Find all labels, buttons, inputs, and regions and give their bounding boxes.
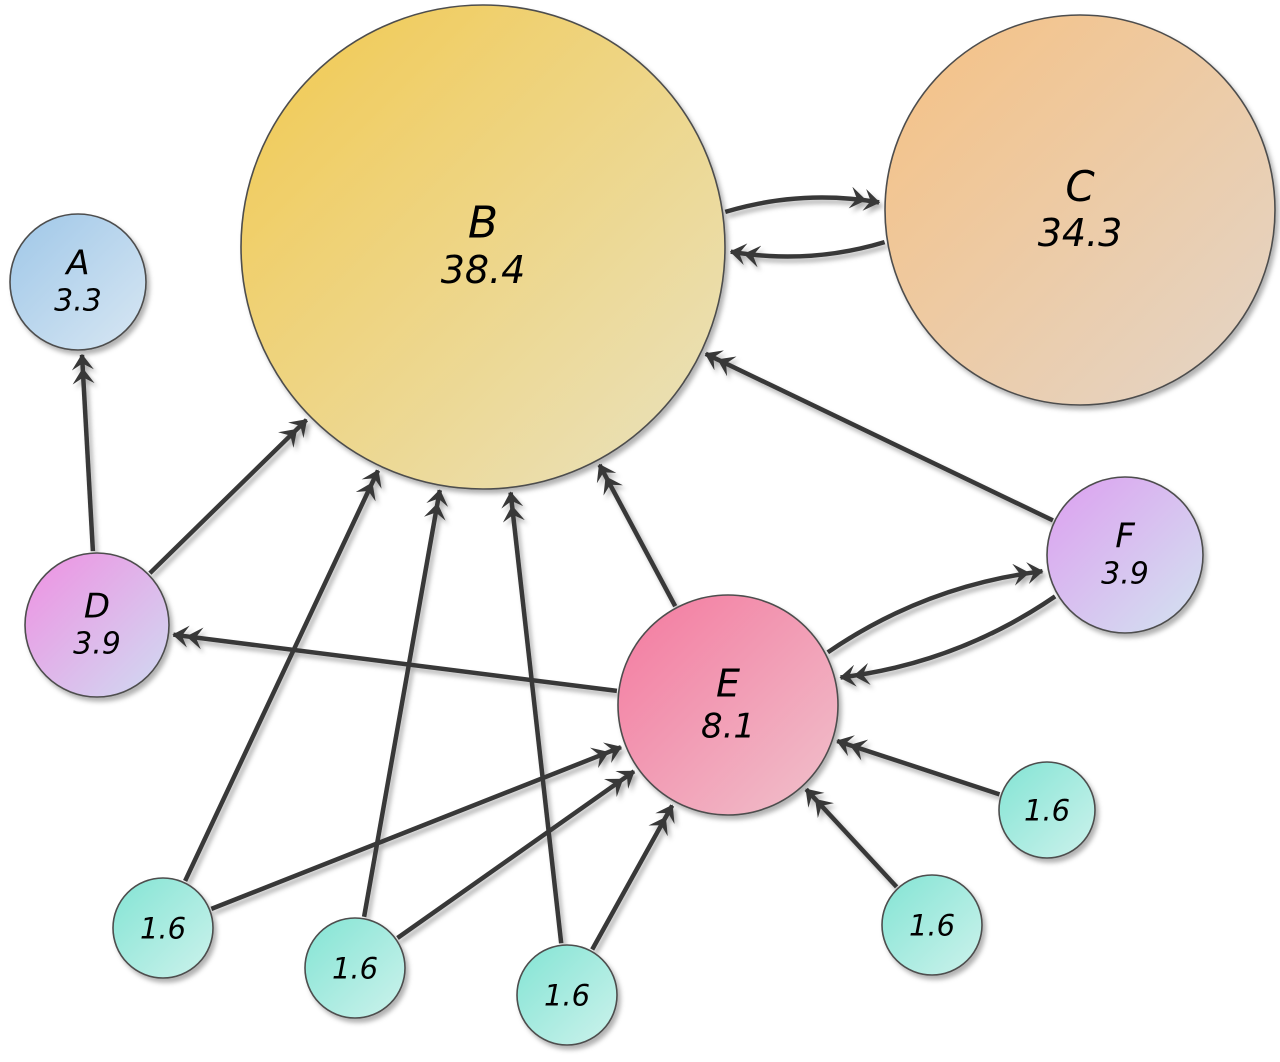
- node-label-A: A: [64, 244, 89, 284]
- edge-D-B: [148, 418, 309, 575]
- edge-E-B: [596, 463, 678, 608]
- node-S3: 1.6: [516, 944, 618, 1046]
- node-circle-S1: [112, 877, 214, 979]
- edge-C-B: [729, 239, 886, 268]
- edge-S1-E: [210, 742, 622, 911]
- node-circle-B: [240, 4, 726, 490]
- node-S1: 1.6: [112, 877, 214, 979]
- edge-E-F: [826, 562, 1044, 655]
- edge-S3-E: [590, 804, 675, 951]
- edge-S2-E: [396, 769, 636, 940]
- edge-S4-E: [804, 787, 899, 889]
- node-label-C: C: [1065, 162, 1095, 211]
- node-value-S1: 1.6: [140, 911, 186, 945]
- edge-S3-B: [501, 491, 564, 944]
- node-C: C34.3: [884, 14, 1276, 406]
- node-value-C: 34.3: [1038, 211, 1123, 255]
- node-value-S2: 1.6: [332, 951, 378, 985]
- node-value-E: 8.1: [701, 706, 755, 746]
- node-E: E8.1: [617, 594, 839, 816]
- node-value-S3: 1.6: [544, 978, 590, 1012]
- edge-B-C: [724, 186, 881, 215]
- edge-S5-E: [836, 735, 1001, 797]
- edges-layer: [71, 186, 1057, 951]
- node-S2: 1.6: [304, 917, 406, 1019]
- node-label-B: B: [468, 197, 498, 248]
- edge-D-A: [71, 353, 96, 552]
- node-circle-D: [24, 552, 170, 698]
- node-F: F3.9: [1046, 476, 1204, 634]
- node-value-F: 3.9: [1101, 557, 1149, 592]
- node-label-D: D: [84, 587, 110, 627]
- node-value-S4: 1.6: [909, 908, 955, 942]
- node-circle-S3: [516, 944, 618, 1046]
- node-circle-S4: [881, 874, 983, 976]
- node-D: D3.9: [24, 552, 170, 698]
- node-S5: 1.6: [998, 761, 1096, 859]
- node-circle-F: [1046, 476, 1204, 634]
- node-value-A: 3.3: [54, 284, 102, 319]
- node-B: B38.4: [240, 4, 726, 490]
- node-value-S5: 1.6: [1024, 793, 1070, 827]
- edge-F-E: [839, 594, 1057, 687]
- edge-E-D: [172, 625, 618, 694]
- edge-F-B: [704, 350, 1054, 523]
- node-circle-C: [884, 14, 1276, 406]
- node-label-F: F: [1115, 517, 1135, 557]
- edge-S2-B: [361, 489, 449, 918]
- node-value-D: 3.9: [73, 627, 121, 662]
- node-A: A3.3: [9, 213, 147, 351]
- node-value-B: 38.4: [441, 248, 526, 292]
- node-circle-E: [617, 594, 839, 816]
- node-circle-A: [9, 213, 147, 351]
- edge-S1-B: [183, 469, 382, 882]
- node-circle-S5: [998, 761, 1096, 859]
- node-circle-S2: [304, 917, 406, 1019]
- node-label-E: E: [716, 662, 740, 706]
- nodes-layer: A3.3B38.4C34.3D3.9E8.1F3.91.61.61.61.61.…: [9, 4, 1276, 1046]
- node-S4: 1.6: [881, 874, 983, 976]
